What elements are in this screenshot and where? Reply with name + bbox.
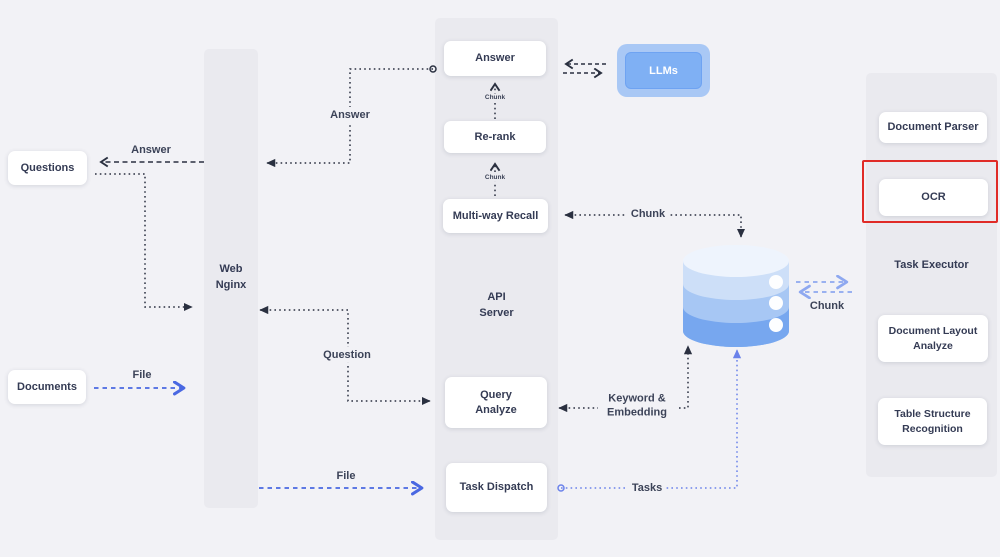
edge-label-file-mid: File: [336, 469, 356, 482]
edge-label-answer-left: Answer: [131, 143, 171, 156]
edge-label-keyword-embedding: Keyword & Embedding: [598, 390, 676, 422]
edge-questions-to-nginx: [95, 173, 193, 312]
edge-label-question: Question: [319, 346, 375, 364]
edge-label-chunk-small-bottom: Chunk: [482, 173, 508, 183]
ocr-node: OCR: [879, 179, 988, 216]
documents-node: Documents: [8, 370, 86, 404]
web-nginx-panel: [204, 49, 258, 508]
questions-node: Questions: [8, 151, 87, 185]
api-server-panel: [435, 18, 558, 540]
rerank-node: Re-rank: [444, 121, 546, 153]
query-analyze-node: Query Analyze: [445, 377, 547, 428]
answer-node: Answer: [444, 41, 546, 76]
multiway-recall-node: Multi-way Recall: [443, 199, 548, 233]
edge-label-chunk-executor: Chunk: [809, 299, 845, 312]
document-layout-analyze-node: Document Layout Analyze: [878, 315, 988, 362]
edge-label-chunk-small-top: Chunk: [482, 93, 508, 103]
task-dispatch-node: Task Dispatch: [446, 463, 547, 512]
edge-label-tasks: Tasks: [627, 479, 667, 497]
edge-label-file-left: File: [132, 368, 152, 381]
document-parser-node: Document Parser: [879, 112, 987, 143]
ocr-highlight-rectangle: [862, 160, 998, 223]
llms-node-inner: LLMs: [625, 52, 702, 89]
edge-label-answer-mid: Answer: [326, 106, 374, 124]
api-server-label: API Server: [479, 291, 514, 319]
web-nginx-label: Web Nginx: [215, 263, 247, 291]
llms-node: LLMs: [617, 44, 710, 97]
edge-label-chunk-recall: Chunk: [626, 205, 670, 223]
task-executor-label: Task Executor: [894, 259, 969, 272]
database-icon: [683, 245, 789, 347]
table-structure-recognition-node: Table Structure Recognition: [878, 398, 987, 445]
